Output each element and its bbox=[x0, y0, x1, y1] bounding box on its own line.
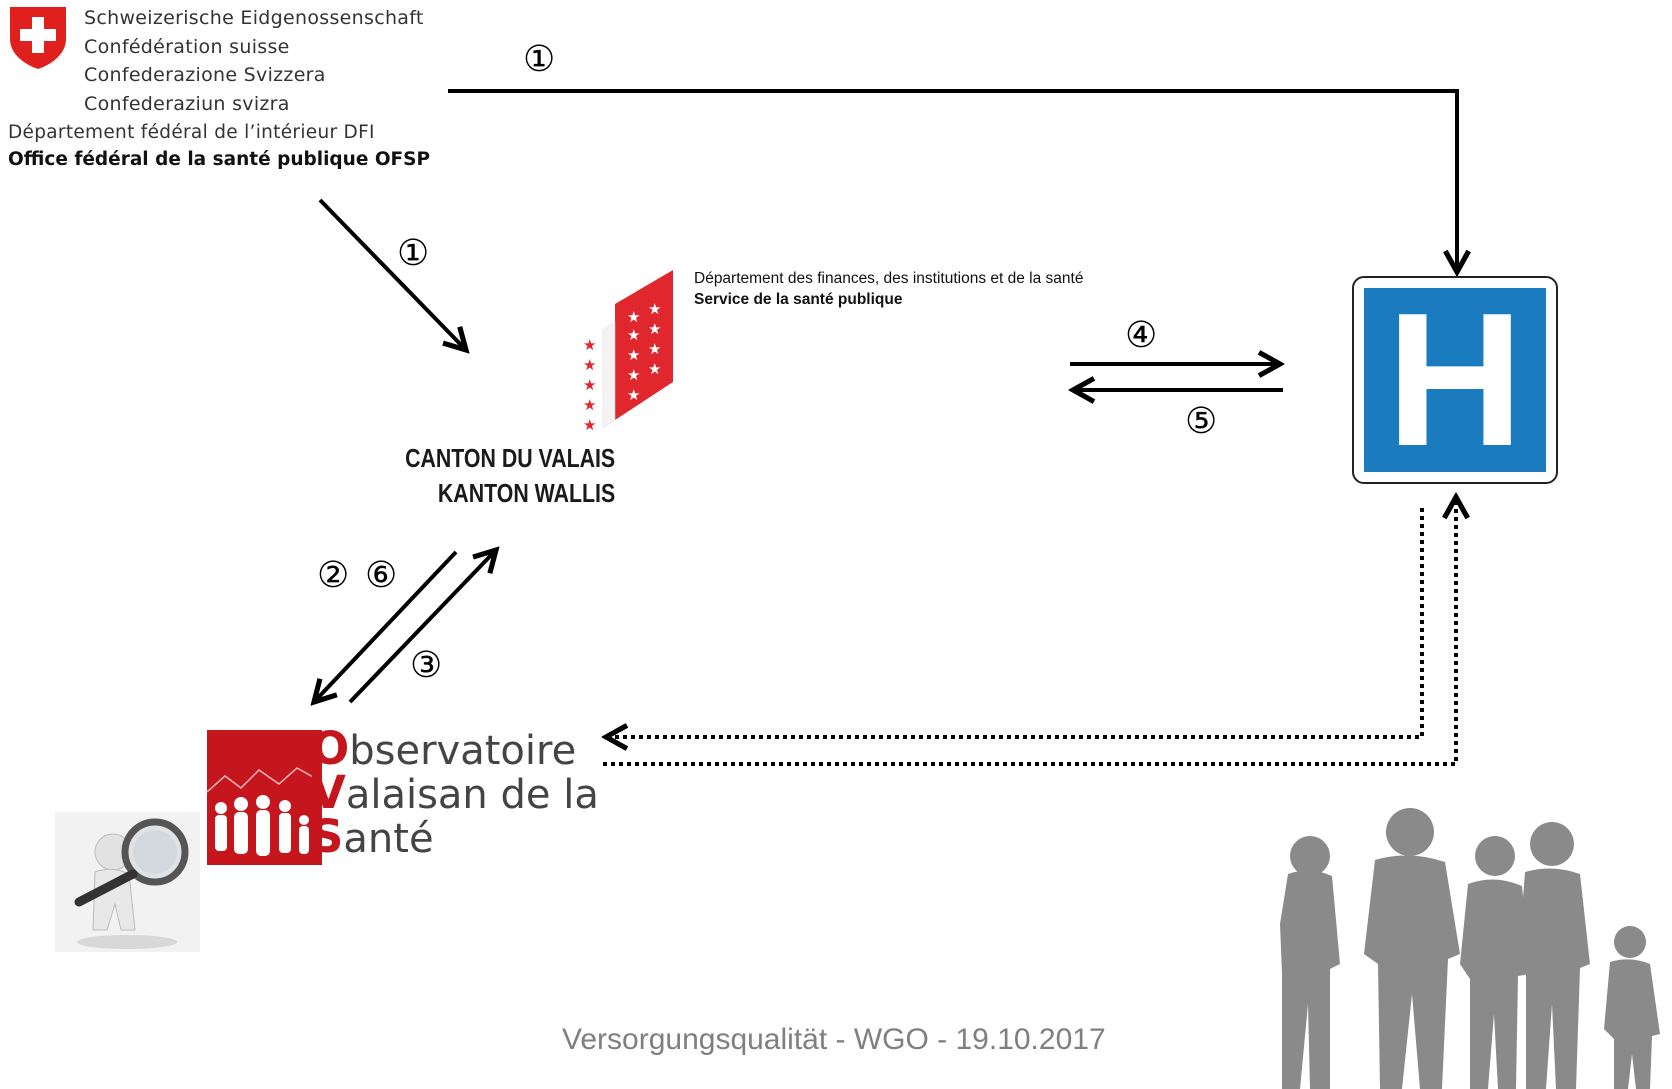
hospital-icon: H bbox=[1386, 274, 1524, 486]
svg-text:★: ★ bbox=[648, 320, 661, 338]
valais-flag-icon: ★★ ★★ ★★ ★★ ★ ★★ ★★ ★ bbox=[583, 270, 673, 434]
step-2: ② bbox=[317, 555, 350, 596]
canton-name-fr: CANTON DU VALAIS bbox=[404, 443, 615, 473]
step-3: ③ bbox=[410, 645, 443, 686]
dotted-hospital-to-ovs bbox=[606, 508, 1424, 737]
svg-text:★: ★ bbox=[583, 376, 596, 394]
svg-text:★: ★ bbox=[627, 326, 640, 344]
svg-text:★: ★ bbox=[583, 356, 596, 374]
ovs-rest-1: bservatoire bbox=[349, 728, 577, 774]
step-1-diagonal: ① bbox=[397, 233, 430, 274]
ovs-logo: Observatoire Valaisan de la Santé bbox=[207, 726, 599, 865]
magnifier-person-icon bbox=[55, 812, 200, 952]
arrow-federal-to-hospital bbox=[448, 89, 1457, 272]
swiss-shield-icon bbox=[10, 7, 66, 69]
ovs-cap-o: O bbox=[311, 722, 350, 775]
svg-text:★: ★ bbox=[583, 396, 596, 414]
svg-text:★: ★ bbox=[648, 300, 661, 318]
footer-text: Versorgungsqualität - WGO - 19.10.2017 bbox=[562, 1023, 1106, 1056]
svg-text:★: ★ bbox=[648, 360, 661, 378]
hospital-sign-panel: H bbox=[1364, 274, 1546, 486]
step-4: ④ bbox=[1125, 315, 1158, 356]
svg-text:★: ★ bbox=[648, 340, 661, 358]
svg-text:★: ★ bbox=[627, 346, 640, 364]
valais-department: Département des finances, des institutio… bbox=[694, 270, 1084, 287]
ovs-rest-2: alaisan de la bbox=[345, 772, 599, 818]
step-1-top: ① bbox=[523, 39, 556, 80]
ovs-cap-v: V bbox=[311, 766, 346, 819]
arrow-canton-to-ovs bbox=[314, 550, 458, 702]
federal-name-rm: Confederaziun svizra bbox=[84, 92, 290, 115]
ovs-cap-s: S bbox=[311, 810, 344, 863]
step-5: ⑤ bbox=[1185, 401, 1218, 442]
hospital-sign: H bbox=[1352, 276, 1558, 484]
federal-name-de: Schweizerische Eidgenossenschaft bbox=[84, 7, 424, 29]
arrow-federal-to-canton bbox=[318, 198, 466, 350]
federal-name-fr: Confédération suisse bbox=[84, 35, 290, 58]
dotted-ovs-to-hospital bbox=[603, 497, 1456, 766]
federal-office: Office fédéral de la santé publique OFSP bbox=[8, 149, 431, 170]
canton-name-de: KANTON WALLIS bbox=[437, 478, 615, 508]
ovs-line-1: Observatoire bbox=[311, 726, 576, 771]
svg-text:★: ★ bbox=[583, 336, 596, 354]
federal-name-it: Confederazione Svizzera bbox=[84, 64, 326, 86]
federal-names: Schweizerische Eidgenossenschaft Confédé… bbox=[84, 4, 424, 118]
ovs-line-3: Santé bbox=[311, 814, 434, 859]
ovs-rest-3: anté bbox=[343, 816, 434, 862]
svg-text:★: ★ bbox=[627, 308, 640, 326]
valais-service: Service de la santé publique bbox=[694, 291, 903, 308]
svg-text:★: ★ bbox=[627, 386, 640, 404]
family-silhouette-icon bbox=[1280, 808, 1660, 1089]
ovs-line-2: Valaisan de la bbox=[311, 770, 599, 815]
arrow-ovs-to-canton bbox=[348, 550, 496, 704]
svg-text:★: ★ bbox=[583, 416, 596, 434]
step-6: ⑥ bbox=[365, 555, 398, 596]
federal-department: Département fédéral de l’intérieur DFI bbox=[8, 122, 375, 143]
svg-text:★: ★ bbox=[627, 366, 640, 384]
federal-logo bbox=[8, 5, 68, 75]
ovs-people-icon bbox=[207, 730, 322, 865]
